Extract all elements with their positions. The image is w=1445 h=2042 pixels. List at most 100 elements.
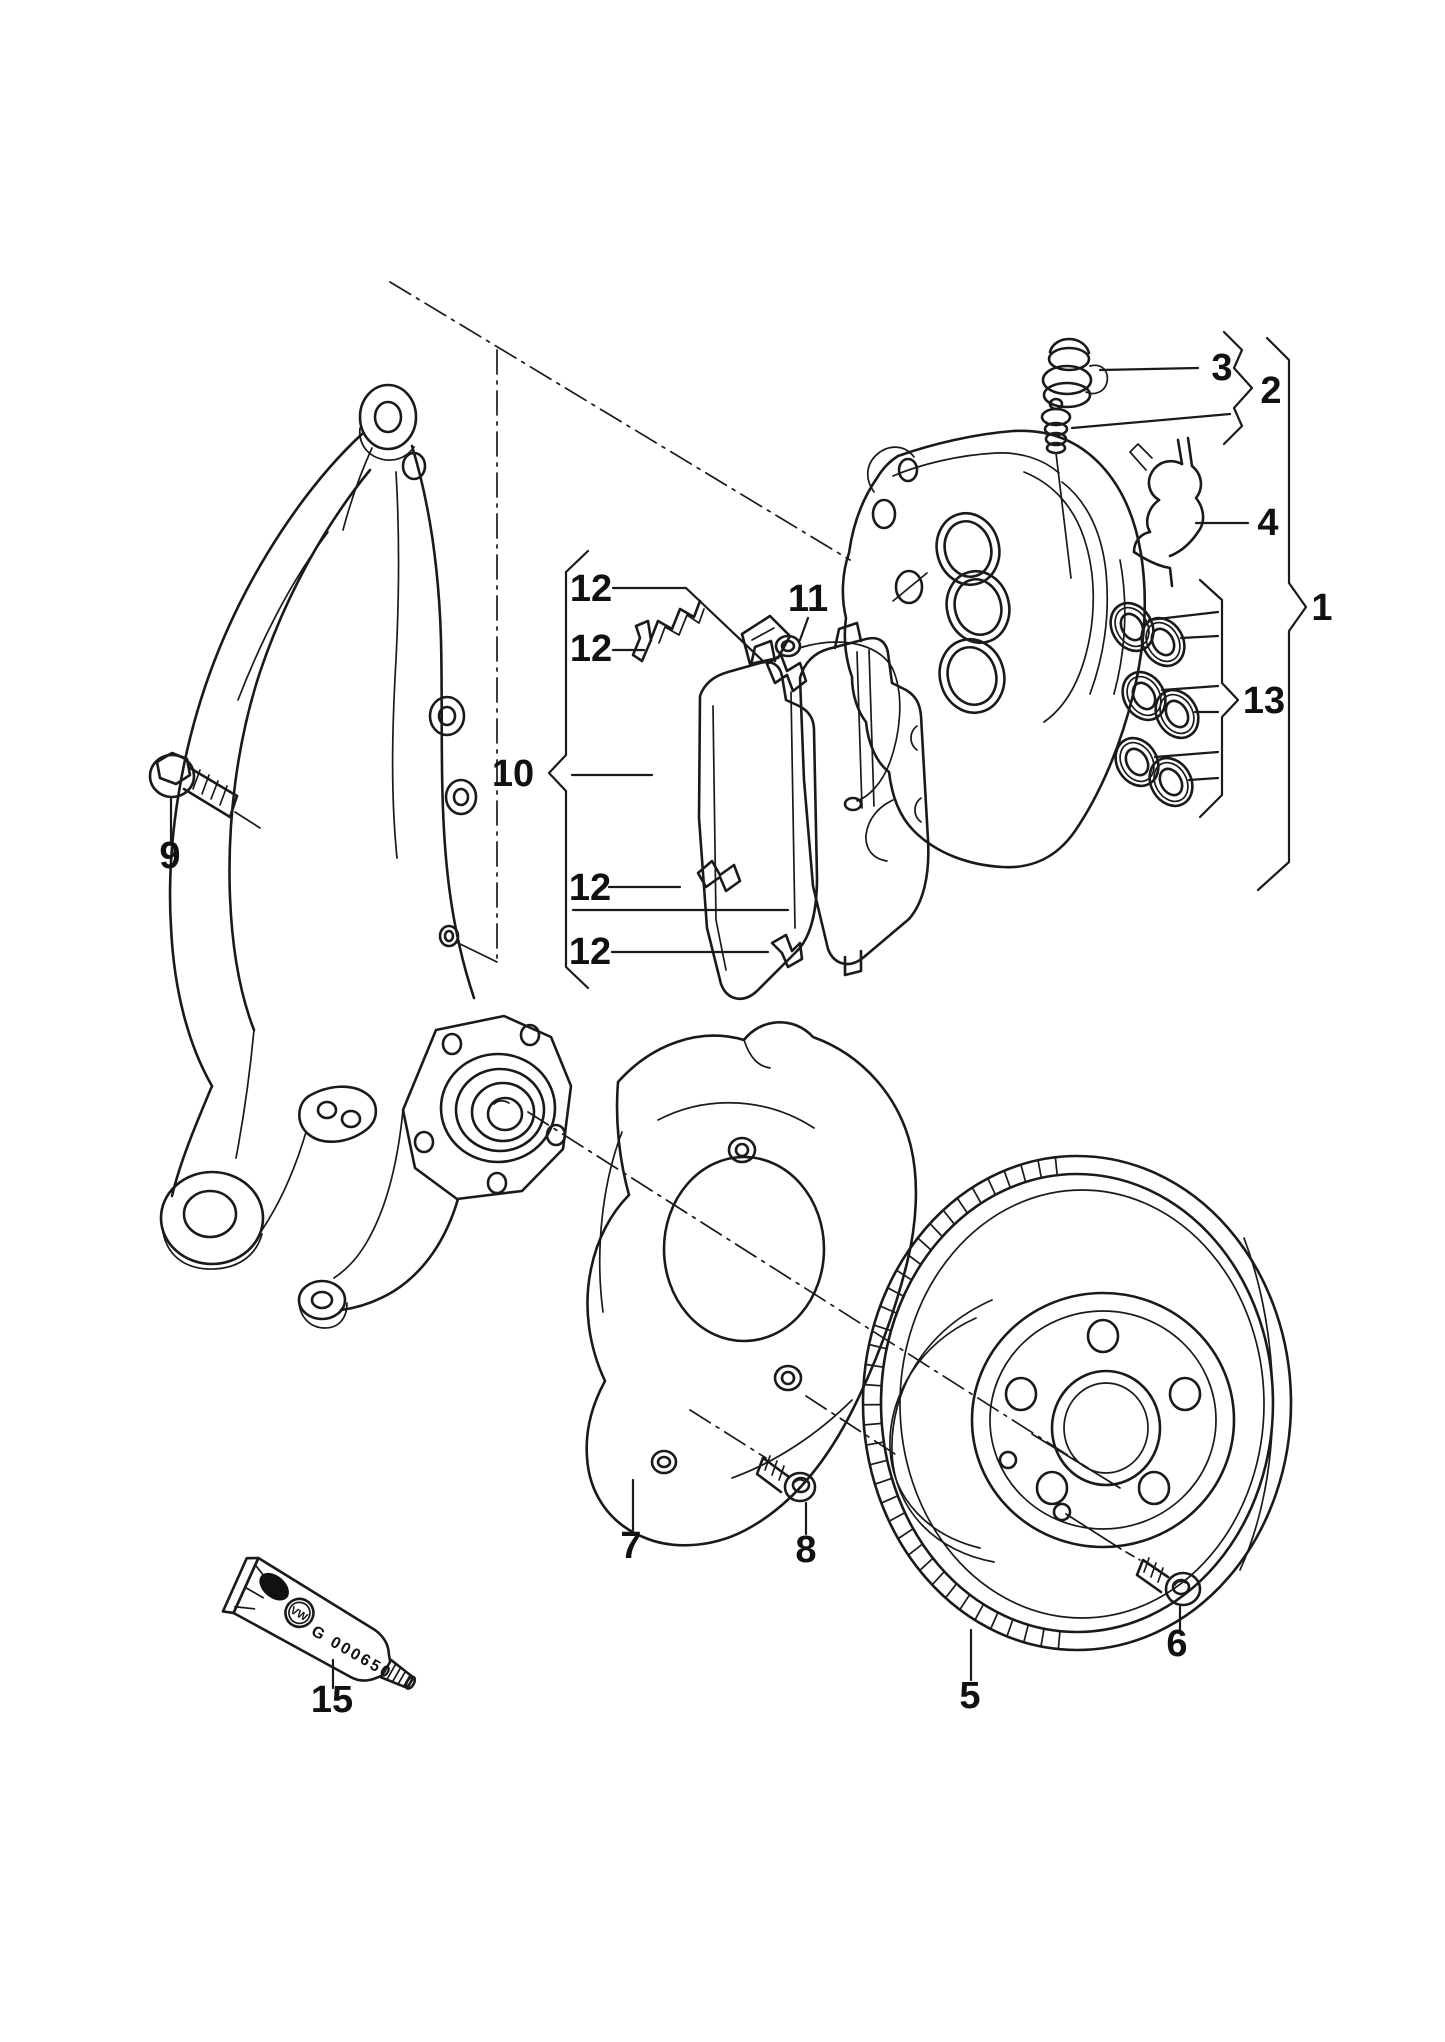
- hatch-tick: [895, 1269, 913, 1281]
- hatch-tick: [958, 1593, 971, 1611]
- hatch-tick: [918, 1557, 934, 1572]
- seal-ring: [1121, 670, 1167, 722]
- piston-bore: [945, 570, 1011, 644]
- pad-clip: [770, 933, 804, 969]
- hatch-tick: [931, 1570, 946, 1586]
- hatch-tick: [942, 1209, 956, 1226]
- axis-line-hub-disc: [527, 1111, 1089, 1469]
- part-label-6: 6: [1166, 1623, 1187, 1665]
- lug-hole: [1004, 1376, 1038, 1412]
- bleeder-dust-cap: [1041, 337, 1109, 409]
- hatch-tick: [897, 1527, 915, 1540]
- hatch-tick: [1003, 1169, 1012, 1189]
- hatch-tick: [1057, 1630, 1061, 1650]
- hatch-tick: [989, 1611, 999, 1630]
- axis-line-screw: [689, 1409, 767, 1459]
- hatch-tick: [888, 1511, 906, 1523]
- bracket-13: [1198, 578, 1240, 819]
- hatch-tick: [971, 1186, 982, 1205]
- pad-clip: [765, 653, 808, 693]
- hatch-tick: [862, 1422, 883, 1426]
- grease-tube-code: G 000650: [308, 1623, 395, 1683]
- hatch-tick: [880, 1494, 899, 1504]
- hatch-tick: [864, 1363, 885, 1369]
- part-label-7: 7: [620, 1525, 641, 1567]
- hatch-tick: [1054, 1156, 1059, 1177]
- hatch-tick: [907, 1543, 924, 1556]
- splash-shield: [585, 1021, 918, 1547]
- part-label-12a: 12: [570, 568, 612, 610]
- hatch-tick: [886, 1286, 905, 1298]
- part-label-15: 15: [311, 1679, 353, 1721]
- pad-clip: [696, 859, 742, 893]
- retaining-spring: [1129, 436, 1205, 588]
- hatch-tick: [1040, 1627, 1045, 1648]
- part-label-11: 11: [788, 578, 828, 620]
- leader-line-13: [1179, 634, 1220, 640]
- hatch-tick: [929, 1222, 944, 1238]
- leader-line-13: [1187, 776, 1220, 782]
- hatch-tick: [974, 1603, 985, 1621]
- wheel-hub-bearing: [439, 1052, 557, 1164]
- hatch-tick: [879, 1305, 898, 1315]
- seal-ring: [1140, 616, 1186, 668]
- center-lines: [389, 281, 1089, 1469]
- hatch-tick: [944, 1582, 958, 1599]
- steering-knuckle: [159, 383, 573, 1329]
- vented-rim-hatch: [862, 1156, 1061, 1650]
- pad-clip: [658, 608, 705, 644]
- part-label-8: 8: [795, 1529, 816, 1571]
- vw-logo-icon: [288, 1601, 311, 1625]
- brake-disc: [861, 1154, 1293, 1652]
- leader-line-13: [1147, 610, 1220, 622]
- knuckle-bolt: [148, 751, 261, 829]
- pad-clips: [631, 599, 808, 969]
- seal-ring: [1148, 756, 1194, 808]
- part-label-10: 10: [492, 753, 534, 795]
- axis-line-shield-hole: [805, 1395, 899, 1457]
- hatch-tick: [868, 1343, 888, 1350]
- piston-bore: [938, 638, 1006, 714]
- wear-sensor: [740, 614, 901, 812]
- seal-ring: [1154, 688, 1200, 740]
- hatch-tick: [862, 1383, 883, 1387]
- hatch-tick: [873, 1324, 892, 1332]
- seal-ring-kit: [1109, 601, 1200, 808]
- bracket-10: [547, 549, 590, 990]
- brake-pads: [697, 621, 930, 1001]
- hatch-tick: [1006, 1618, 1014, 1638]
- hatch-tick: [874, 1477, 893, 1486]
- part-label-9: 9: [159, 835, 180, 877]
- shield-screw: [755, 1455, 817, 1503]
- hatch-tick: [868, 1459, 889, 1466]
- bracket-1: [1256, 336, 1308, 892]
- part-label-4: 4: [1257, 502, 1278, 544]
- bleeder-valve: [1040, 397, 1072, 579]
- seal-ring: [1109, 601, 1155, 653]
- hatch-tick: [1020, 1163, 1027, 1183]
- axis-line-caliper: [389, 281, 851, 561]
- hatch-tick: [956, 1197, 969, 1215]
- part-label-12b: 12: [570, 628, 612, 670]
- part-label-1: 1: [1311, 587, 1332, 629]
- leader-line-13: [1160, 684, 1220, 692]
- part-label-13: 13: [1243, 680, 1285, 722]
- piston-bore: [935, 512, 1001, 586]
- lug-hole: [1168, 1376, 1202, 1412]
- leader-line-3: [1098, 366, 1200, 372]
- part-label-2: 2: [1260, 370, 1281, 412]
- bracket-2: [1222, 330, 1254, 446]
- brake-caliper: [841, 429, 1147, 869]
- hatch-tick: [1022, 1623, 1030, 1644]
- lug-hole: [1137, 1470, 1171, 1506]
- part-label-12d: 12: [569, 931, 611, 973]
- tube-ink-blob: [259, 1572, 289, 1601]
- leader-line-11: [798, 616, 810, 642]
- vw-logo-icon: [284, 1597, 315, 1629]
- pad-clip: [649, 599, 702, 641]
- part-label-12c: 12: [569, 867, 611, 909]
- leader-line-12a: [611, 586, 766, 664]
- lug-hole: [1035, 1470, 1069, 1506]
- hatch-tick: [1037, 1159, 1043, 1179]
